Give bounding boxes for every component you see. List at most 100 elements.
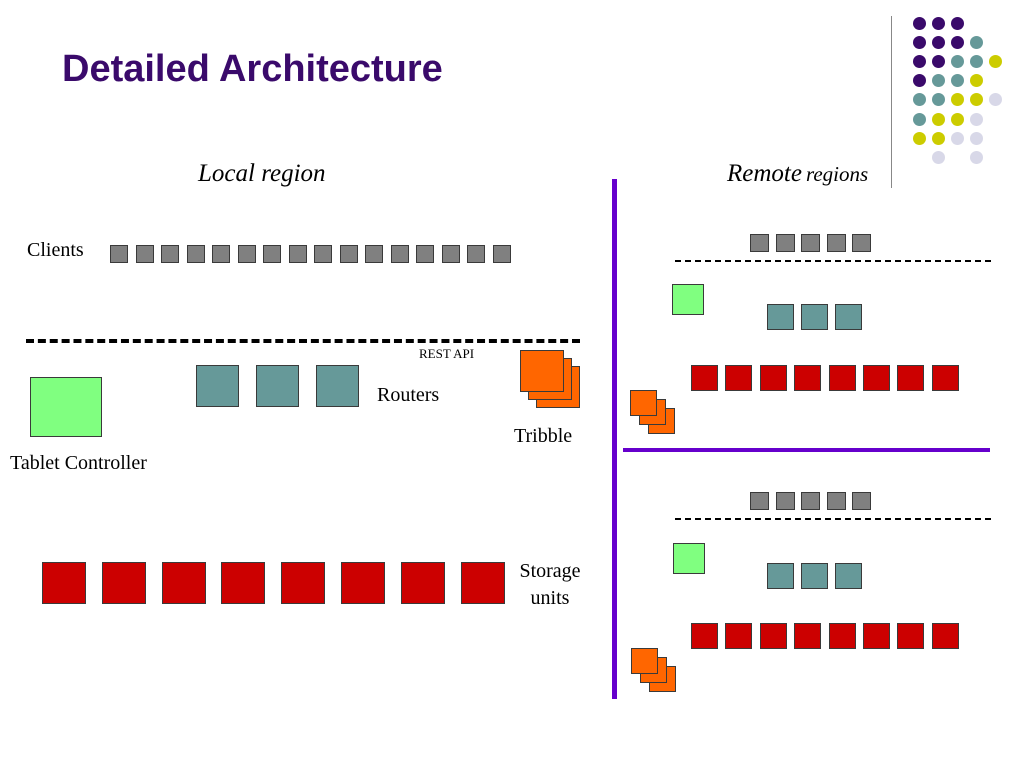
storage-node	[828, 623, 856, 649]
storage-node	[691, 623, 718, 649]
client-node	[492, 245, 511, 263]
storage-node	[725, 365, 753, 391]
client-node	[135, 245, 154, 263]
storage-node	[863, 365, 890, 391]
decor-dot	[970, 74, 984, 88]
decor-dot	[970, 112, 984, 126]
storage-node	[759, 365, 787, 391]
storage-node	[341, 562, 385, 604]
client-node	[775, 234, 795, 252]
remote-1-api-boundary	[675, 260, 991, 262]
local-region-heading: Local region	[198, 160, 326, 187]
tablet-controller-label: Tablet Controller	[10, 452, 147, 474]
router-node	[767, 563, 794, 589]
decor-dot	[950, 16, 964, 30]
router-node	[256, 365, 299, 407]
tribble-node	[630, 390, 657, 416]
router-node	[316, 365, 359, 407]
decor-dot	[931, 35, 945, 49]
storage-node	[221, 562, 266, 604]
decor-dot	[970, 93, 984, 107]
router-node	[801, 304, 828, 330]
decor-dot	[931, 93, 945, 107]
decor-dot	[912, 93, 926, 107]
decor-dot	[931, 54, 945, 68]
router-node	[801, 563, 828, 589]
client-node	[775, 492, 795, 510]
tablet-controller-box	[30, 377, 102, 437]
decor-dot	[989, 93, 1003, 107]
decor-dot	[950, 93, 964, 107]
router-node	[196, 365, 239, 407]
storage-label-line2: units	[530, 587, 570, 609]
storage-node	[828, 365, 856, 391]
decor-dot	[970, 35, 984, 49]
client-node	[365, 245, 383, 263]
decor-dot	[931, 74, 945, 88]
client-node	[801, 234, 820, 252]
tribble-label: Tribble	[514, 425, 573, 447]
decor-dot	[970, 131, 984, 145]
storage-node	[725, 623, 753, 649]
decor-dot	[950, 112, 964, 126]
decor-dot	[950, 54, 964, 68]
remote-regions-heading: Remote regions	[727, 160, 868, 188]
client-node	[416, 245, 434, 263]
remote-heading-word2: regions	[805, 162, 869, 186]
storage-node	[161, 562, 206, 604]
client-node	[186, 245, 205, 263]
client-node	[288, 245, 307, 263]
region-divider-vertical	[612, 179, 617, 699]
title-rule	[891, 16, 892, 188]
storage-node	[759, 623, 787, 649]
storage-node	[691, 365, 718, 391]
client-node	[390, 245, 409, 263]
client-node	[467, 245, 485, 263]
client-node	[801, 492, 820, 510]
decor-dot	[912, 35, 926, 49]
storage-node	[794, 365, 822, 391]
clients-label: Clients	[27, 239, 84, 261]
router-node	[835, 563, 862, 589]
remote-divider-horizontal	[623, 448, 990, 452]
remote-1-tablet-controller	[672, 284, 704, 315]
storage-node	[897, 365, 925, 391]
router-node	[767, 304, 794, 330]
storage-node	[794, 623, 822, 649]
storage-node	[101, 562, 146, 604]
client-node	[161, 245, 179, 263]
client-node	[212, 245, 230, 263]
storage-node	[931, 623, 959, 649]
decor-dot	[950, 131, 964, 145]
storage-label-line1: Storage	[519, 560, 581, 582]
storage-node	[931, 365, 959, 391]
storage-node	[281, 562, 326, 604]
remote-2-tablet-controller	[673, 543, 705, 574]
client-node	[826, 234, 846, 252]
remote-2-api-boundary	[675, 518, 991, 520]
decor-dot	[912, 112, 926, 126]
tribble-node	[520, 350, 564, 392]
client-node	[263, 245, 281, 263]
client-node	[314, 245, 332, 263]
rest-api-boundary	[26, 339, 580, 343]
decor-dot	[931, 131, 945, 145]
rest-api-label: REST API	[419, 346, 475, 361]
decor-dot	[931, 16, 945, 30]
router-node	[835, 304, 862, 330]
remote-heading-word1: Remote	[727, 160, 802, 187]
storage-node	[460, 562, 505, 604]
decor-dot	[912, 131, 926, 145]
decor-dot	[950, 74, 964, 88]
decor-dot	[950, 35, 964, 49]
routers-label: Routers	[377, 384, 440, 406]
storage-units-label: Storage units	[510, 558, 590, 612]
decor-dot	[970, 54, 984, 68]
storage-node	[42, 562, 86, 604]
decor-dot	[912, 74, 926, 88]
client-node	[110, 245, 128, 263]
decor-dot	[912, 54, 926, 68]
storage-node	[863, 623, 890, 649]
client-node	[852, 234, 871, 252]
slide-title: Detailed Architecture	[62, 48, 443, 90]
